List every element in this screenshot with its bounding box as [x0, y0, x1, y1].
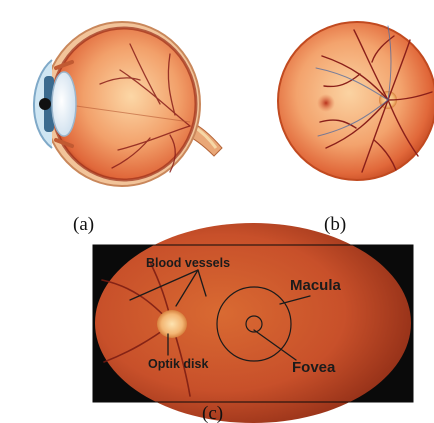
labeled-fundus-photo: Blood vessels Macula Optik disk Fovea [93, 223, 413, 423]
eye-cross-section-illustration [34, 22, 222, 186]
label-fovea: Fovea [292, 359, 336, 376]
label-blood-vessels: Blood vessels [146, 256, 230, 270]
label-macula: Macula [290, 277, 342, 294]
retina-fundus [95, 223, 411, 423]
caption-b: (b) [324, 214, 346, 235]
label-optik-disk: Optik disk [148, 357, 208, 371]
fundus-illustration [278, 22, 434, 180]
caption-c: (c) [202, 403, 223, 423]
fundus-macula-spot [317, 94, 335, 112]
caption-a: (a) [73, 214, 94, 235]
optic-disk [157, 310, 187, 338]
